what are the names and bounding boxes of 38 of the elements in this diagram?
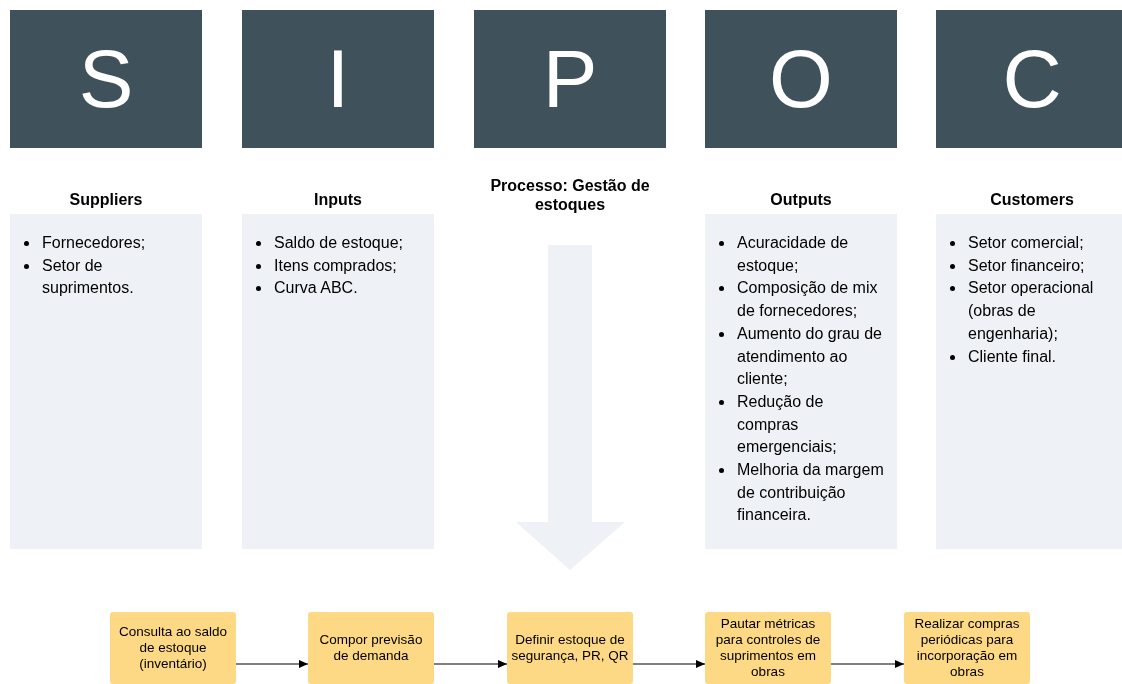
letter: O (769, 38, 833, 120)
bullet-item: Itens comprados; (274, 256, 397, 274)
column-heading: Customers (990, 190, 1074, 210)
bullet-item: Cliente final. (968, 347, 1057, 365)
process-step-box: Pautar métricas para controles de suprimentos em obras (705, 612, 831, 684)
letter: I (326, 38, 350, 120)
process-step-box: Definir estoque de segurança, PR, QR (507, 612, 633, 684)
bullet-item: Saldo de estoque; (274, 234, 403, 251)
letter-tile (936, 10, 1122, 148)
letter-tile (242, 10, 434, 148)
letter-tile (10, 10, 202, 148)
process-step-box: Compor previsão de demanda (308, 612, 434, 684)
column-heading: Suppliers (69, 190, 143, 210)
arrow (433, 660, 508, 668)
bullet-item: Aumento do grau de atendimento ao cliente; (737, 324, 882, 388)
bullet-item: Setor comercial; (968, 234, 1084, 251)
letter: C (1002, 38, 1062, 120)
letter: P (542, 38, 598, 120)
arrow (632, 660, 706, 668)
column-heading: Outputs (770, 190, 832, 210)
column-heading: Processo: Gestão de estoques (489, 176, 651, 214)
bullet-item: Setor de suprimentos. (42, 256, 134, 297)
bullet-item: Acuracidade de estoque; (737, 234, 849, 274)
column-heading: Inputs (314, 190, 362, 210)
arrow (830, 660, 905, 668)
letter-tile (705, 10, 897, 148)
bullet-item: Fornecedores; (42, 234, 146, 251)
bullet-item: Melhoria da margem de contribuição financeira. (737, 461, 884, 524)
letter-tile (474, 10, 666, 148)
bullet-item: Setor operacional (obras de engenharia); (968, 279, 1094, 342)
process-step-box: Realizar compras periódicas para incorporação em obras (904, 612, 1030, 684)
bullet-item: Composição de mix de fornecedores; (737, 279, 878, 320)
bullet-item: Setor financeiro; (968, 256, 1085, 274)
bullet-item: Curva ABC. (274, 279, 358, 297)
arrow (235, 660, 309, 668)
letter: S (78, 38, 134, 120)
bullet-item: Redução de compras emergenciais; (737, 392, 837, 456)
process-step-box: Consulta ao saldo de estoque (inventário) (110, 612, 236, 684)
